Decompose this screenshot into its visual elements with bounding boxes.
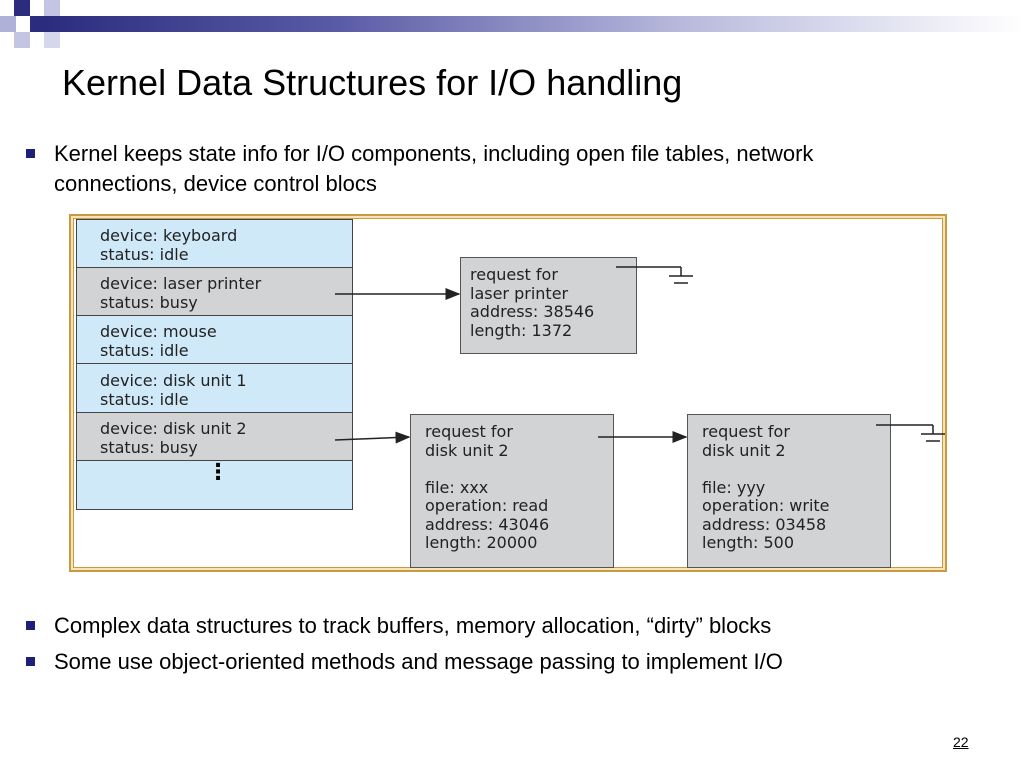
request-line: request for [702, 422, 790, 441]
request-block-disk-read: request for disk unit 2 file: xxx operat… [410, 414, 614, 568]
request-line: length: 20000 [425, 533, 538, 552]
request-line: file: xxx [425, 477, 489, 497]
request-line: address: 03458 [702, 514, 827, 534]
status-label: status: idle [100, 390, 189, 409]
corner-decoration [0, 0, 62, 62]
deco-square [0, 16, 16, 32]
status-label: status: idle [100, 245, 189, 264]
status-label: status: busy [100, 438, 198, 457]
bullet-text-line: Kernel keeps state info for I/O componen… [54, 141, 814, 166]
bullet-text-line: connections, device control blocs [54, 171, 377, 196]
request-line: disk unit 2 [702, 440, 786, 460]
request-line: length: 1372 [470, 320, 573, 340]
device-label: device: disk unit 2 [100, 419, 247, 438]
request-line: address: 38546 [470, 302, 595, 321]
title-gradient-bar [44, 16, 1024, 32]
null-pointer-ground [876, 424, 945, 442]
request-line: operation: read [425, 496, 549, 515]
deco-square [14, 0, 30, 16]
device-row-mouse: device: mouse status: idle [77, 316, 352, 364]
bullet-text: Complex data structures to track buffers… [54, 613, 772, 638]
request-line: request for [425, 422, 513, 441]
device-row-disk-unit-2: device: disk unit 2 status: busy [77, 413, 352, 461]
request-block-laser-printer: request for laser printer address: 38546… [460, 257, 637, 354]
bullet-marker [26, 149, 35, 158]
page-number[interactable]: 22 [953, 734, 969, 750]
status-label: status: idle [100, 341, 189, 360]
device-row-keyboard: device: keyboard status: idle [77, 220, 352, 268]
deco-square [14, 32, 30, 48]
request-line: file: yyy [702, 477, 766, 497]
null-pointer-ground [616, 266, 693, 284]
device-label: device: mouse [100, 322, 217, 341]
request-line: laser printer [470, 283, 569, 303]
device-row-disk-unit-1: device: disk unit 1 status: idle [77, 365, 352, 413]
bullet-marker [26, 657, 35, 666]
device-status-table: device: keyboard status: idle device: la… [76, 219, 353, 510]
request-line: operation: write [702, 496, 830, 515]
device-row-laser-printer: device: laser printer status: busy [77, 268, 352, 316]
deco-square [44, 32, 60, 48]
bullet-marker [26, 621, 35, 630]
request-line: request for [470, 265, 558, 284]
request-line: length: 500 [702, 533, 795, 552]
request-line: disk unit 2 [425, 440, 509, 460]
deco-square [30, 16, 46, 32]
status-label: status: busy [100, 293, 198, 312]
device-label: device: keyboard [100, 226, 238, 245]
slide-title: Kernel Data Structures for I/O handling [62, 62, 683, 103]
request-block-disk-write: request for disk unit 2 file: yyy operat… [687, 414, 891, 568]
arrow-disk-request [334, 431, 411, 444]
device-label: device: disk unit 1 [100, 371, 247, 390]
request-line: address: 43046 [425, 514, 550, 534]
bullet-text: Some use object-oriented methods and mes… [54, 649, 783, 674]
deco-square [44, 0, 60, 16]
device-label: device: laser printer [100, 274, 262, 293]
